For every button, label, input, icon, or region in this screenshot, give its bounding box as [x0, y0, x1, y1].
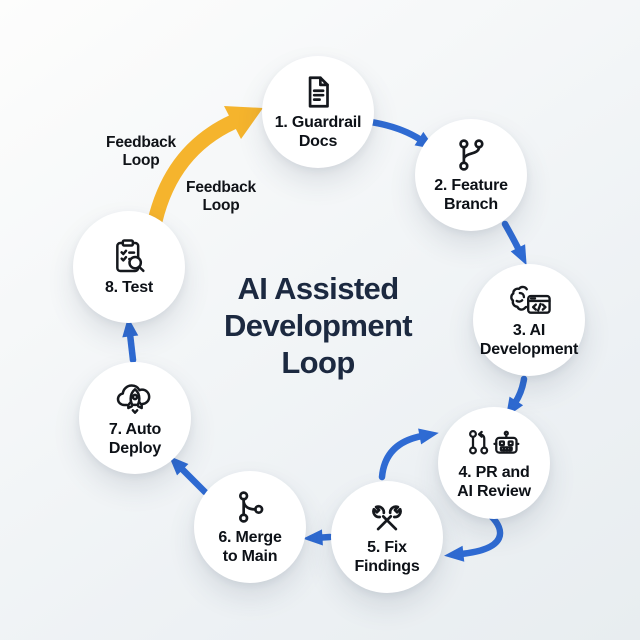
arrow-4-to-5: [444, 512, 504, 562]
cloud-rocket-icon: [113, 378, 157, 418]
feedback-loop-label: Feedback Loop: [106, 134, 176, 169]
pull-request-robot-icon: [465, 425, 523, 461]
node-test: 8. Test: [73, 211, 185, 323]
arrow-6-to-7: [168, 455, 209, 496]
arrow-5-to-6: [302, 529, 334, 546]
feedback-loop-label: Feedback Loop: [186, 179, 256, 214]
brain-code-icon: [503, 281, 555, 319]
diagram-title: AI Assisted Development Loop: [186, 270, 450, 381]
document-icon: [299, 73, 337, 111]
arrow-2-to-3: [501, 220, 527, 266]
crossed-tools-icon: [367, 498, 407, 536]
node-label: 8. Test: [104, 279, 154, 297]
title-line: Loop: [281, 345, 355, 380]
title-line: Development: [223, 308, 413, 343]
clipboard-search-icon: [109, 236, 149, 276]
git-branch-icon: [452, 136, 490, 174]
title-line: AI Assisted: [237, 271, 399, 306]
git-merge-icon: [231, 488, 269, 526]
feedback-arrow: [147, 106, 263, 229]
arrow-1-to-2: [367, 118, 436, 150]
arrow-7-to-8: [122, 317, 139, 364]
arrow-5-to-4: [378, 428, 439, 481]
arrow-3-to-4: [505, 375, 528, 418]
